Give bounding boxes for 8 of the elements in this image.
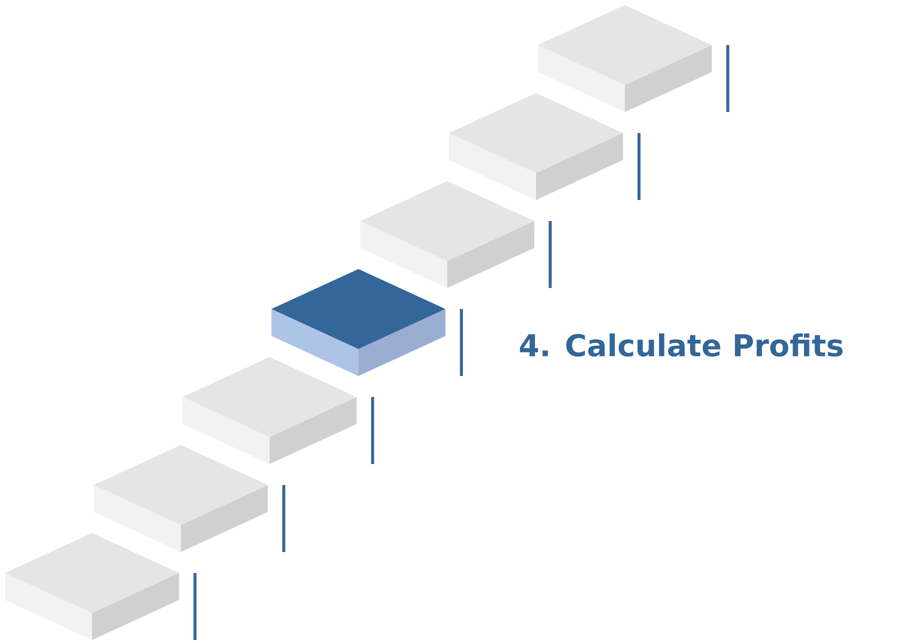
step-block bbox=[5, 533, 179, 640]
step-block bbox=[182, 357, 357, 464]
step-block bbox=[271, 269, 446, 376]
step-block bbox=[94, 445, 268, 552]
step-block bbox=[449, 93, 623, 200]
step-block bbox=[360, 181, 534, 288]
step-label: 4. Calculate Profits bbox=[520, 333, 843, 357]
step-block bbox=[538, 5, 712, 112]
